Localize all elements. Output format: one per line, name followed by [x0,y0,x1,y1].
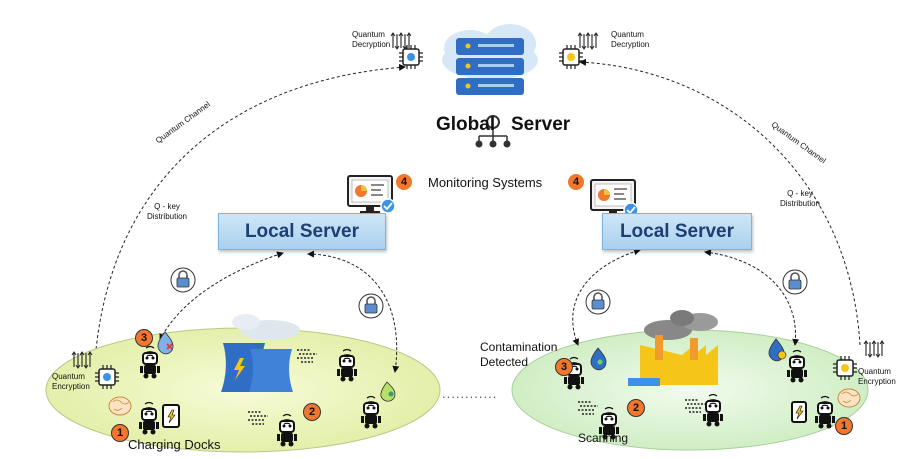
global-server-label-left: Global [436,114,496,135]
brain-icon [837,388,861,408]
contamination-detected-label: Contamination Detected [480,340,558,369]
quantum-encryption-label-left: Quantum Encryption [52,372,90,391]
data-transfer-icon [863,340,885,358]
lock-icon [585,289,611,315]
cooling-tower-icon [221,314,300,392]
network-icon [475,115,511,148]
data-transfer-icon [390,32,412,50]
scanning-label: Scanning [578,431,629,445]
charger-icon [791,401,807,423]
link-local-left-b [307,250,400,373]
link-local-right-a [572,248,641,346]
separator-dots: ............ [442,386,498,401]
drop-icon [590,347,607,371]
global-server-label-right: Server [511,114,571,135]
chip-icon [832,355,858,381]
monitoring-systems-label: Monitoring Systems [428,175,543,190]
step-badge-3-left: 3 [135,329,153,347]
step-badge-1-right: 1 [835,417,853,435]
charger-icon [162,404,180,428]
factory-icon [628,310,718,386]
monitor-icon [347,175,396,214]
chip-icon [398,44,424,70]
drop-icon [768,338,787,362]
q-key-label-right: Q - key Distribution [779,189,820,208]
data-transfer-icon [577,32,599,50]
charging-docks-label: Charging Docks [128,437,221,452]
step-badge-4-left: 4 [396,174,412,190]
drop-icon [380,381,396,402]
lock-icon [782,269,808,295]
monitor-icon [590,179,639,218]
quantum-encryption-label-right: Quantum Encryption [858,367,896,386]
drop-icon [157,331,174,355]
brain-icon [108,396,132,416]
lock-icon [170,267,196,293]
link-local-left-a [159,251,284,341]
step-badge-2-right: 2 [627,399,645,417]
step-badge-1-left: 1 [111,424,129,442]
link-local-right-b [704,249,800,346]
chip-icon [94,364,120,390]
lock-icon [358,293,384,319]
cloud-server-icon [442,24,538,95]
local-server-right: Local Server [602,213,752,250]
q-key-label-left: Q - key Distribution [146,202,187,221]
step-badge-2-left: 2 [303,403,321,421]
quantum-decryption-label-left: Quantum Decryption [352,30,391,49]
local-server-left: Local Server [218,213,386,250]
chip-icon [558,44,584,70]
step-badge-3-right: 3 [555,358,573,376]
step-badge-4-right: 4 [568,174,584,190]
quantum-decryption-label-right: Quantum Decryption [611,30,650,49]
